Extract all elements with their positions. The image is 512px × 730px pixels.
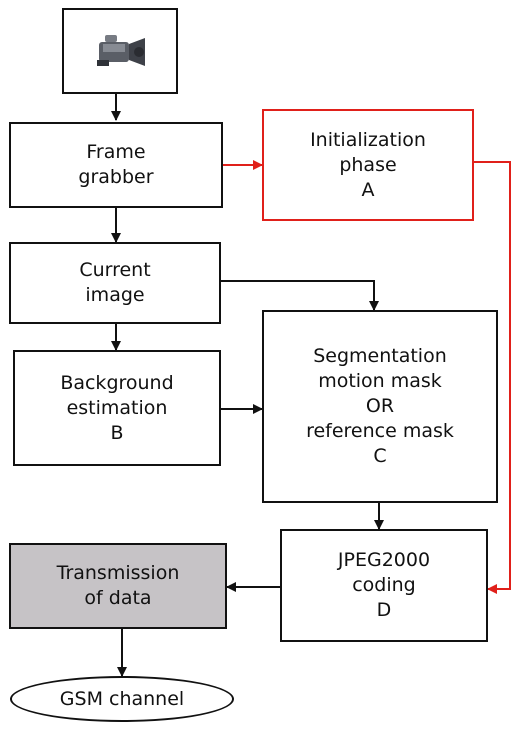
- initialization-phase-box: Initialization phase A: [262, 109, 474, 221]
- segmentation-line-3: OR: [365, 395, 395, 417]
- initialization-line-3: A: [361, 178, 375, 201]
- background-line-2: estimation: [66, 396, 168, 419]
- red-arrow-initialization-to-jpeg: [474, 161, 511, 594]
- initialization-line-1: Initialization: [310, 128, 426, 151]
- background-line-1: Background: [60, 371, 174, 394]
- jpeg2000-coding-box: JPEG2000 coding D: [280, 529, 488, 642]
- jpeg-line-2: coding: [352, 574, 416, 596]
- segmentation-line-1: Segmentation: [313, 345, 447, 367]
- frame-grabber-box: Frame grabber: [9, 122, 223, 208]
- video-camera-icon: [97, 35, 145, 66]
- segmentation-line-4: reference mask: [306, 420, 454, 442]
- arrow-current-image-to-segmentation: [221, 280, 379, 311]
- camera-node: [62, 8, 178, 94]
- current-image-box: Current image: [9, 242, 221, 324]
- segmentation-line-5: C: [373, 445, 387, 467]
- transmission-box: Transmission of data: [9, 543, 227, 629]
- gsm-channel-oval: GSM channel: [10, 676, 234, 722]
- background-line-3: B: [110, 421, 124, 444]
- transmission-line-2: of data: [84, 587, 152, 609]
- frame-grabber-line-2: grabber: [78, 166, 154, 188]
- background-estimation-box: Background estimation B: [13, 350, 221, 466]
- current-image-line-1: Current: [79, 259, 151, 281]
- frame-grabber-line-1: Frame: [86, 141, 146, 163]
- jpeg-line-3: D: [376, 599, 392, 621]
- initialization-line-2: phase: [339, 153, 397, 176]
- segmentation-box: Segmentation motion mask OR reference ma…: [262, 310, 498, 503]
- transmission-line-1: Transmission: [56, 562, 180, 584]
- segmentation-line-2: motion mask: [318, 370, 442, 392]
- jpeg-line-1: JPEG2000: [337, 549, 431, 571]
- gsm-channel-label: GSM channel: [59, 688, 185, 710]
- current-image-line-2: image: [85, 284, 145, 306]
